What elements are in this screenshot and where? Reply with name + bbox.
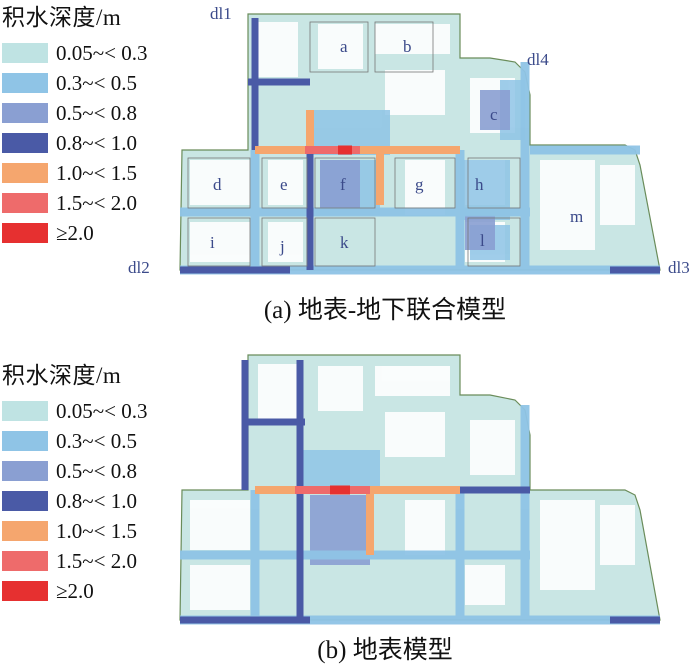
legend-swatch	[2, 43, 48, 63]
legend-swatch	[2, 133, 48, 153]
legend-swatch	[2, 581, 48, 601]
legend-label: 0.3~< 0.5	[56, 70, 137, 95]
legend-title: 积水深度/m	[2, 5, 122, 30]
marker-dl3: dl3	[668, 258, 690, 277]
zone-label: b	[403, 37, 412, 56]
legend-label: 0.5~< 0.8	[56, 100, 137, 125]
marker-dl2: dl2	[128, 258, 150, 277]
legend-item: 1.0~< 1.5	[2, 158, 187, 188]
legend-swatch	[2, 193, 48, 213]
legend-item: 0.8~< 1.0	[2, 486, 187, 516]
legend-swatch	[2, 163, 48, 183]
flood-map-a: a b c d e f g h i j k l m	[179, 13, 661, 275]
zone-label: f	[340, 175, 346, 194]
legend-item: 0.3~< 0.5	[2, 426, 187, 456]
legend-label: 1.0~< 1.5	[56, 518, 137, 543]
legend-label: 1.5~< 2.0	[56, 548, 137, 573]
legend-item: 1.0~< 1.5	[2, 516, 187, 546]
caption-b: (b) 地表模型	[317, 637, 453, 664]
marker-dl4: dl4	[527, 50, 549, 69]
legend-item: 0.8~< 1.0	[2, 128, 187, 158]
zone-label: l	[480, 231, 485, 250]
zone-label: k	[340, 233, 349, 252]
legend-item: ≥2.0	[2, 576, 187, 606]
zone-label: c	[490, 105, 498, 124]
legend-swatch	[2, 461, 48, 481]
legend-swatch	[2, 491, 48, 511]
legend-item: 0.5~< 0.8	[2, 98, 187, 128]
legend-label: 1.0~< 1.5	[56, 160, 137, 185]
legend-item: 1.5~< 2.0	[2, 188, 187, 218]
legend-swatch	[2, 551, 48, 571]
legend-item: 0.3~< 0.5	[2, 68, 187, 98]
panel-a: 积水深度/m 0.05~< 0.3 0.3~< 0.5 0.5~< 0.8 0.…	[2, 4, 690, 324]
legend-item: 0.05~< 0.3	[2, 38, 187, 68]
legend-label: ≥2.0	[56, 220, 94, 245]
legend-label: ≥2.0	[56, 578, 94, 603]
zone-label: g	[415, 175, 424, 194]
legend-label: 0.5~< 0.8	[56, 458, 137, 483]
zone-label: a	[340, 37, 348, 56]
legend-b: 积水深度/m 0.05~< 0.3 0.3~< 0.5 0.5~< 0.8 0.…	[2, 362, 187, 606]
zone-label: d	[213, 175, 222, 194]
legend-label: 0.05~< 0.3	[56, 40, 148, 65]
flood-map-b	[179, 354, 661, 625]
legend-label: 0.8~< 1.0	[56, 130, 137, 155]
legend-item: ≥2.0	[2, 218, 187, 248]
legend-swatch	[2, 103, 48, 123]
legend-label: 0.05~< 0.3	[56, 398, 148, 423]
legend-label: 1.5~< 2.0	[56, 190, 137, 215]
legend-swatch	[2, 431, 48, 451]
legend-swatch	[2, 73, 48, 93]
legend-label: 0.8~< 1.0	[56, 488, 137, 513]
legend-swatch	[2, 223, 48, 243]
zone-label: e	[280, 175, 288, 194]
marker-dl1: dl1	[210, 4, 232, 23]
zone-label: m	[570, 207, 583, 226]
panel-b: 积水深度/m 0.05~< 0.3 0.3~< 0.5 0.5~< 0.8 0.…	[0, 342, 700, 669]
legend-title: 积水深度/m	[2, 363, 122, 388]
legend-item: 1.5~< 2.0	[2, 546, 187, 576]
zone-label: h	[475, 175, 484, 194]
legend-swatch	[2, 401, 48, 421]
legend-item: 0.5~< 0.8	[2, 456, 187, 486]
legend-a: 积水深度/m 0.05~< 0.3 0.3~< 0.5 0.5~< 0.8 0.…	[2, 4, 187, 248]
caption-a: (a) 地表-地下联合模型	[263, 297, 507, 324]
legend-label: 0.3~< 0.5	[56, 428, 137, 453]
zone-label: i	[210, 233, 215, 252]
legend-swatch	[2, 521, 48, 541]
zone-label: j	[279, 237, 285, 256]
legend-item: 0.05~< 0.3	[2, 396, 187, 426]
